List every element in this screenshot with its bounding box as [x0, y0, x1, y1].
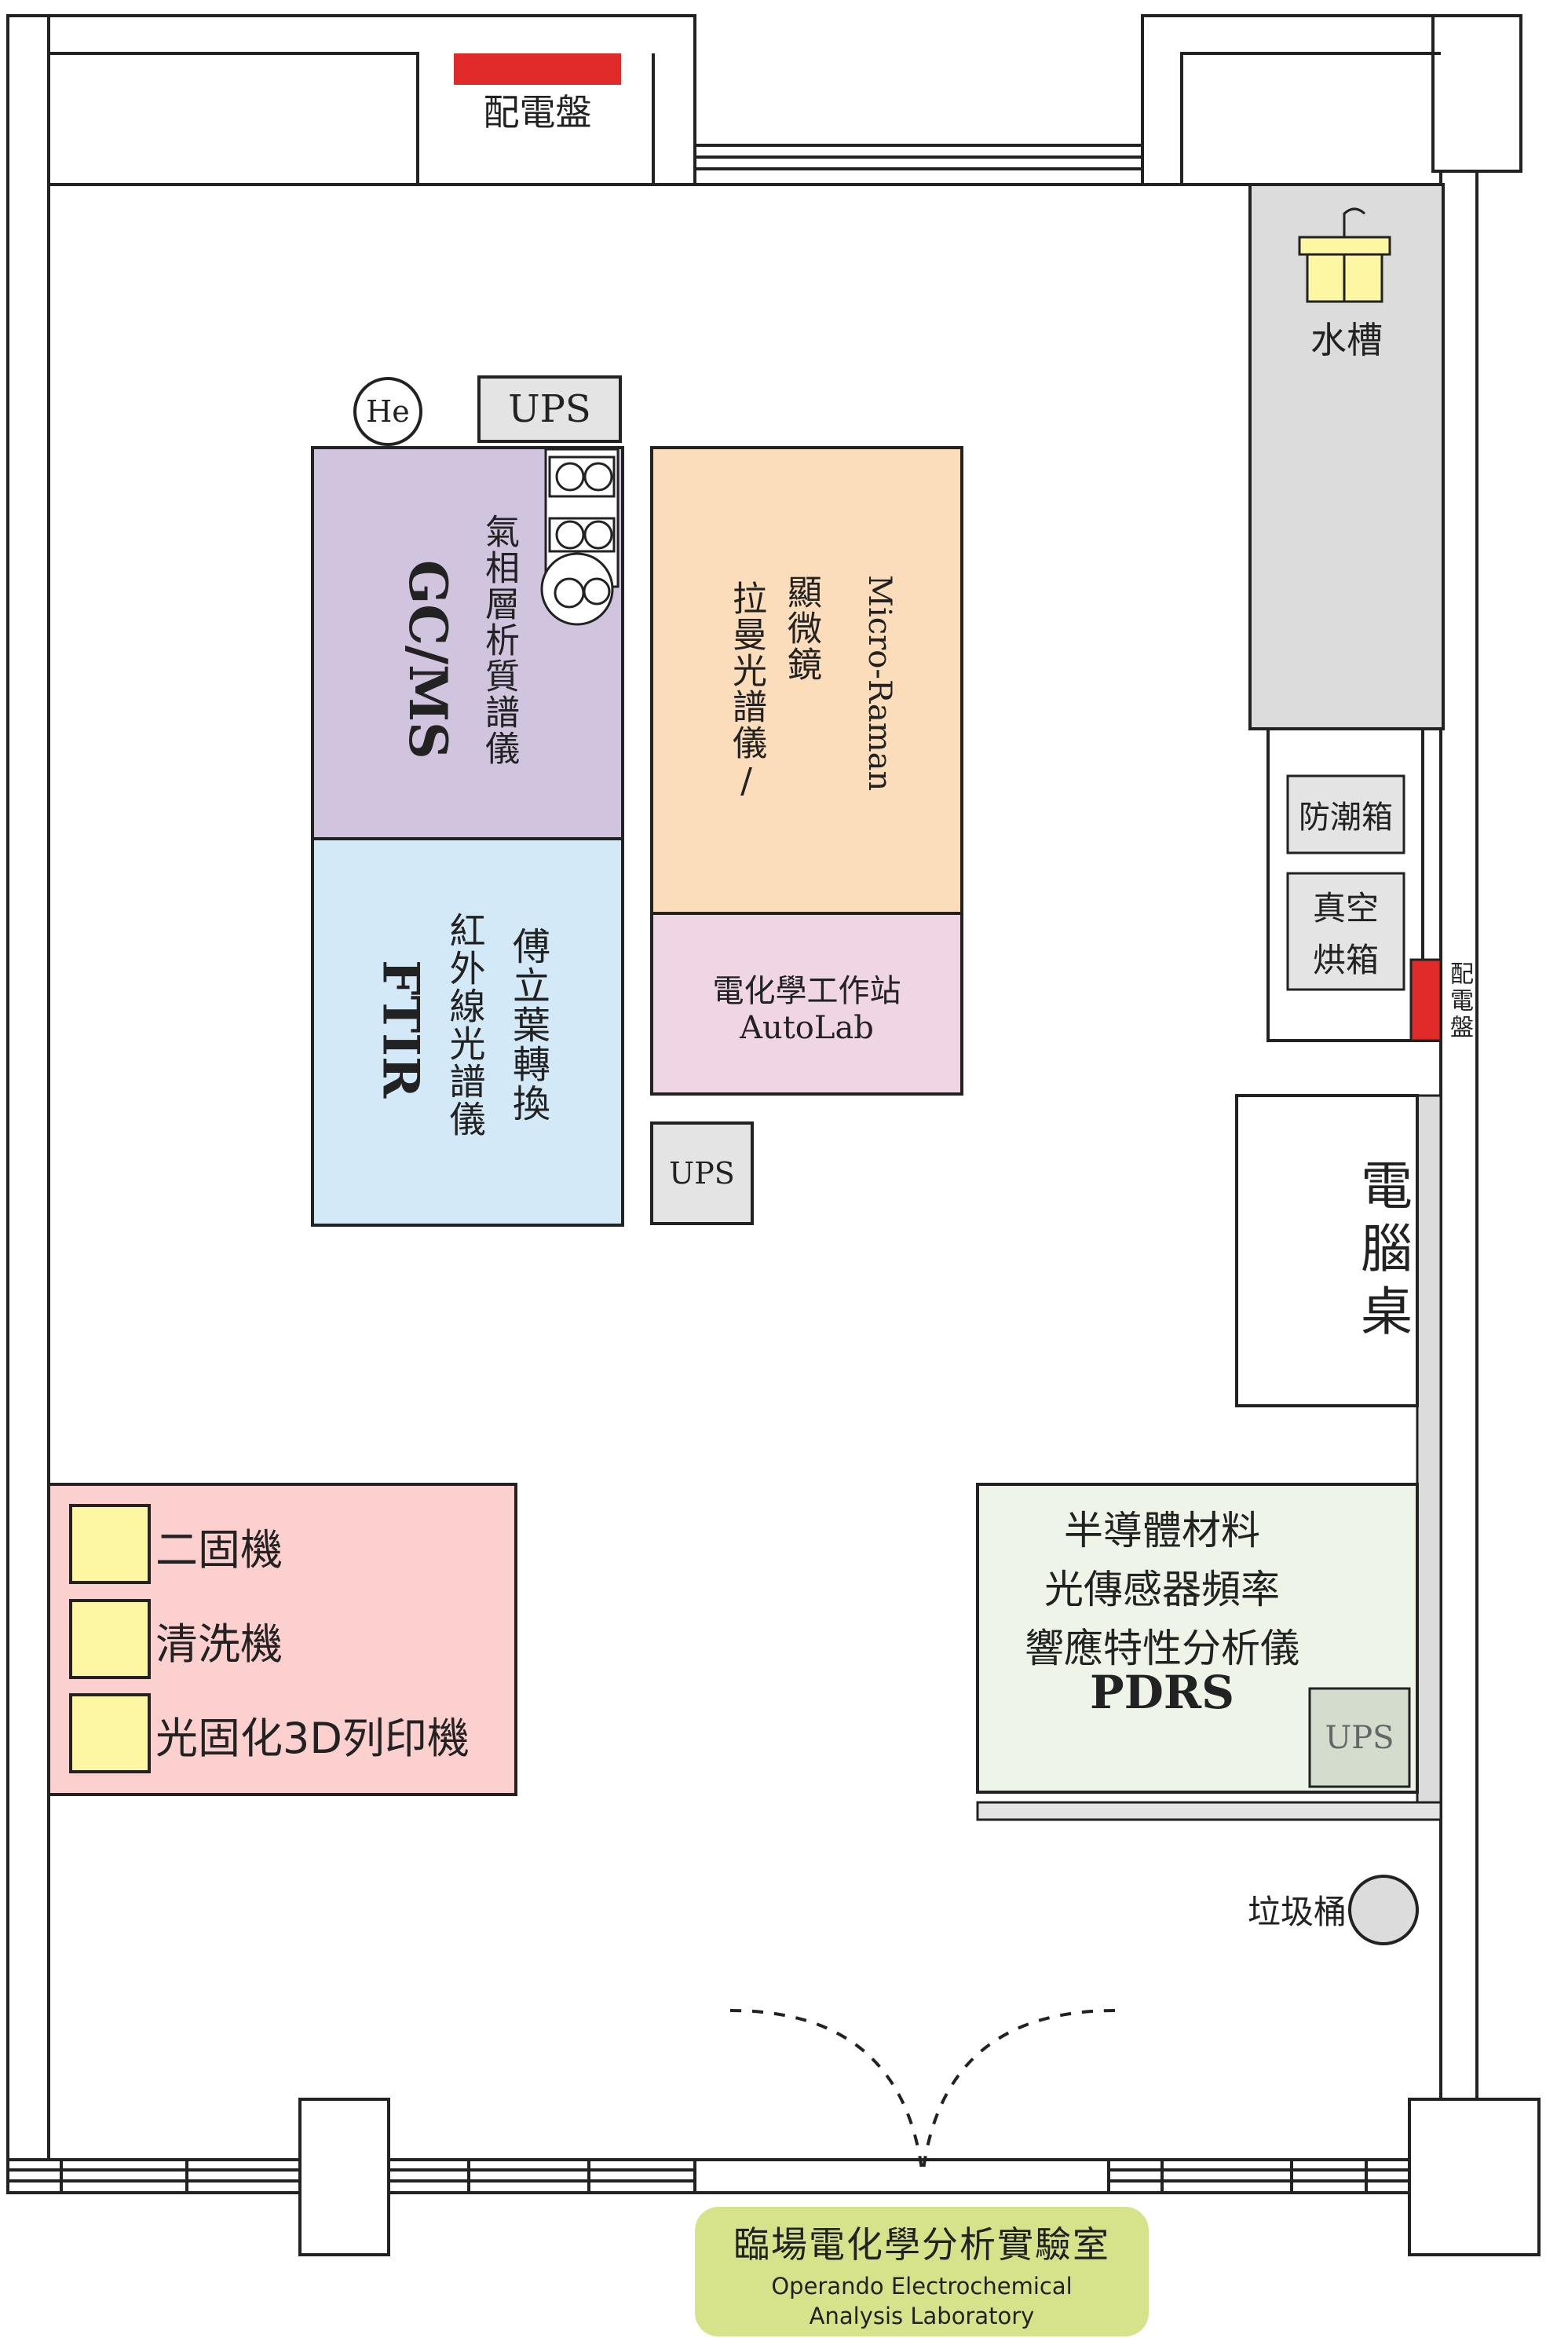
- sink-icon: [1298, 207, 1391, 303]
- room-title-zh: 臨場電化學分析實驗室: [733, 2223, 1110, 2266]
- side-panel-red: [1409, 958, 1442, 1042]
- pdrs-line-2: 光傳感器頻率: [1044, 1567, 1280, 1612]
- ups-mid-box: [650, 1121, 754, 1225]
- printer-box-3: [69, 1693, 151, 1773]
- title-badge-bg: [695, 2207, 1149, 2336]
- vacuum-oven-box: [1286, 872, 1405, 991]
- walls: [6, 14, 1541, 2256]
- pdrs-name-en: PDRS: [1090, 1666, 1234, 1719]
- room-title-en-1: Operando Electrochemical: [771, 2273, 1073, 2300]
- desiccator-label: 防潮箱: [1299, 799, 1393, 836]
- ups-top-label: UPS: [508, 387, 591, 431]
- ftir-name-zh-2: 紅外線光譜儀: [444, 912, 487, 1138]
- pdrs-ups-label: UPS: [1325, 1719, 1394, 1756]
- desiccator-box: [1286, 774, 1405, 854]
- sink-label: 水槽: [1310, 319, 1383, 361]
- pdrs-line-3: 響應特性分析儀: [1025, 1626, 1299, 1671]
- he-cylinder: [353, 377, 422, 446]
- computer-desk-label: 電腦桌: [1352, 1158, 1413, 1347]
- side-panel-label: 配電盤: [1446, 961, 1473, 1041]
- autolab-name-en: AutoLab: [740, 1010, 874, 1046]
- printer-box-2: [69, 1599, 151, 1679]
- pdrs-ups-box: [1308, 1687, 1411, 1788]
- ftir-box: [311, 837, 624, 1227]
- computer-desk-box: [1235, 1094, 1419, 1407]
- vacuum-oven-label-2: 烘箱: [1312, 940, 1379, 979]
- top-panel-red: [454, 53, 621, 85]
- ups-mid-label: UPS: [669, 1156, 735, 1191]
- room-title-en-2: Analysis Laboratory: [809, 2303, 1035, 2329]
- gcms-autosampler-icon: [540, 448, 620, 626]
- printer-label-2: 清洗機: [155, 1619, 283, 1669]
- ups-top-box: [477, 375, 622, 443]
- gcms-name-zh: 氣相層析質譜儀: [479, 514, 519, 767]
- raman-name-zh-2: 顯微鏡: [781, 574, 821, 682]
- printer-label-3: 光固化3D列印機: [155, 1713, 470, 1763]
- pdrs-line-1: 半導體材料: [1064, 1508, 1260, 1553]
- autolab-name-zh: 電化學工作站: [712, 973, 901, 1009]
- ftir-name-en: FTIR: [371, 959, 430, 1099]
- gcms-name-en: GC/MS: [397, 560, 459, 759]
- raman-name-en: Micro-Raman: [861, 575, 897, 792]
- printer-box-1: [69, 1504, 151, 1584]
- wall-counter: [1416, 1094, 1442, 1804]
- trash-can: [1348, 1875, 1419, 1945]
- raman-box: [650, 446, 963, 915]
- he-label: He: [366, 394, 410, 429]
- ftir-name-zh-1: 傅立葉轉換: [506, 927, 550, 1123]
- top-panel-label: 配電盤: [483, 91, 592, 134]
- door-swing[interactable]: [729, 2009, 1116, 2176]
- vacuum-oven-label-1: 真空: [1312, 888, 1379, 928]
- pdrs-counter: [976, 1801, 1442, 1821]
- autolab-box: [650, 912, 963, 1096]
- trash-label: 垃圾桶: [1247, 1892, 1347, 1931]
- raman-name-zh-1: 拉曼光譜儀/: [726, 580, 766, 803]
- printer-label-1: 二固機: [155, 1524, 283, 1575]
